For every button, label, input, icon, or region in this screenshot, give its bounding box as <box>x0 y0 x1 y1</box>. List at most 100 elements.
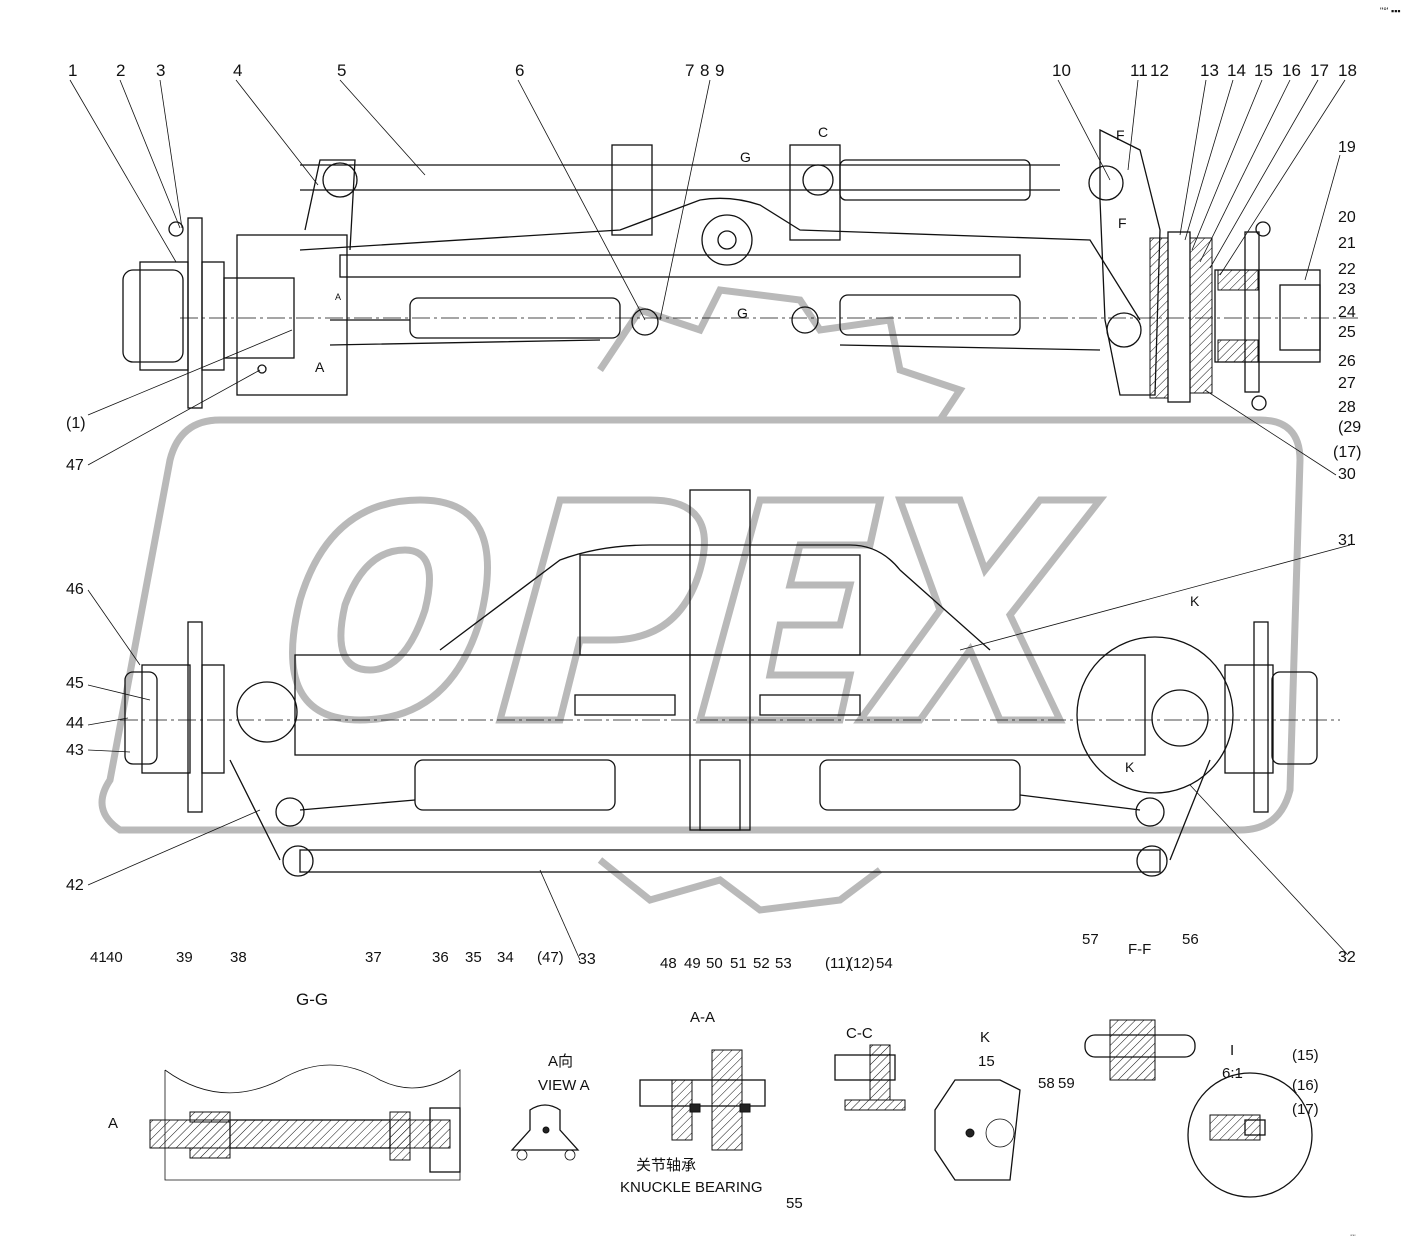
label-33: 33 <box>578 951 596 968</box>
label-37: 37 <box>365 949 382 966</box>
watermark-text: OPEX <box>1350 1235 1356 1237</box>
label-24: 24 <box>1338 304 1356 321</box>
watermark-logo: OPEX <box>98 286 1356 1237</box>
label-57: 57 <box>1082 931 1099 948</box>
label-30: 30 <box>1338 466 1356 483</box>
label-39: 39 <box>176 949 193 966</box>
label-6: 6 <box>515 61 524 80</box>
label-17c: (17) <box>1292 1101 1319 1118</box>
detail-cc-labels: C-C (11) (12) 54 <box>825 955 893 1042</box>
label-32: 32 <box>1338 949 1356 966</box>
label-17: 17 <box>1310 61 1329 80</box>
detail-i-scale: 6:1 <box>1222 1065 1243 1082</box>
label-4: 4 <box>233 61 242 80</box>
label-8: 8 <box>700 61 709 80</box>
label-21: 21 <box>1338 235 1356 252</box>
detail-ff-title: F-F <box>1128 941 1151 958</box>
detail-ff-drawing <box>1084 1019 1196 1081</box>
label-11: 11 <box>1130 61 1148 80</box>
detail-aa-title: A-A <box>690 1009 715 1026</box>
label-28: 28 <box>1338 399 1356 416</box>
mark-a: A <box>315 359 325 375</box>
mark-g-mid: G <box>737 305 748 321</box>
top-leaders <box>69 79 1346 476</box>
detail-i-labels: I 6:1 (15) (16) (17) <box>1222 1042 1319 1118</box>
label-51: 51 <box>730 955 747 972</box>
label-52: 52 <box>753 955 770 972</box>
label-12b: (12) <box>848 955 875 972</box>
view-a-title-en: VIEW A <box>538 1077 590 1094</box>
view-a-title-cn: A向 <box>548 1053 573 1070</box>
label-59: 59 <box>1058 1075 1075 1092</box>
label-18: 18 <box>1338 61 1357 80</box>
label-35: 35 <box>465 949 482 966</box>
detail-gg-title: G-G <box>296 990 328 1009</box>
detail-ff-labels: F-F 57 56 <box>1082 931 1199 958</box>
detail-k-scale: 15 <box>978 1053 995 1070</box>
knuckle-bearing-en: KNUCKLE BEARING <box>620 1179 763 1196</box>
detail-view-a-labels: A向 VIEW A <box>538 1053 590 1094</box>
label-40: 40 <box>106 949 123 966</box>
label-38: 38 <box>230 949 247 966</box>
label-49: 49 <box>684 955 701 972</box>
front-view <box>120 489 1340 877</box>
label-31: 31 <box>1338 532 1356 549</box>
mark-g-top: G <box>740 149 751 165</box>
detail-i-title: I <box>1230 1042 1234 1059</box>
label-16: 16 <box>1282 61 1301 80</box>
label-54: 54 <box>876 955 893 972</box>
label-15b: (15) <box>1292 1047 1319 1064</box>
label-36: 36 <box>432 949 449 966</box>
label-25: 25 <box>1338 324 1356 341</box>
label-56: 56 <box>1182 931 1199 948</box>
label-44: 44 <box>66 715 84 732</box>
detail-k-drawing <box>934 1079 1021 1181</box>
label-23: 23 <box>1338 281 1356 298</box>
detail-i-drawing <box>1187 1072 1313 1198</box>
label-17b: (17) <box>1333 444 1361 461</box>
label-26: 26 <box>1338 353 1356 370</box>
label-16b: (16) <box>1292 1077 1319 1094</box>
detail-k-labels: K 15 58 59 <box>978 1029 1075 1092</box>
label-42: 42 <box>66 877 84 894</box>
detail-view-a-drawing <box>510 1104 580 1161</box>
label-11b: (11) <box>825 955 851 972</box>
labels-top: 1 2 3 4 5 6 7 8 9 10 11 12 13 14 15 16 1… <box>68 61 1357 80</box>
mark-k-bottom: K <box>1125 759 1135 775</box>
label-50: 50 <box>706 955 723 972</box>
label-20: 20 <box>1338 209 1356 226</box>
label-47: 47 <box>66 457 84 474</box>
label-2: 2 <box>116 61 125 80</box>
mark-a-small: A <box>335 292 341 302</box>
labels-right: 19 20 21 22 23 24 25 26 27 28 (29 (17) 3… <box>1333 139 1361 549</box>
label-19: 19 <box>1338 139 1356 156</box>
detail-cc-title: C-C <box>846 1025 873 1042</box>
label-22: 22 <box>1338 261 1356 278</box>
detail-k-title: K <box>980 1029 990 1046</box>
detail-gg-drawing <box>149 1064 461 1181</box>
labels-left: (1) 47 46 45 44 43 42 33 32 <box>66 415 1356 968</box>
label-55: 55 <box>786 1195 803 1212</box>
detail-cc-drawing <box>834 1044 906 1111</box>
detail-gg-arrow: A <box>108 1115 118 1132</box>
detail-aa-drawing <box>639 1049 766 1151</box>
label-48: 48 <box>660 955 677 972</box>
mark-f-top: F <box>1116 127 1125 143</box>
label-10: 10 <box>1052 61 1071 80</box>
detail-aa-labels: A-A 48 49 50 51 52 53 55 关节轴承 KNUCKLE BE… <box>620 955 803 1212</box>
label-47b: (47) <box>537 949 564 966</box>
label-14: 14 <box>1227 61 1246 80</box>
label-13: 13 <box>1200 61 1219 80</box>
mark-c-top: C <box>818 124 828 140</box>
section-marks: G G C F F A A K K <box>315 124 1200 775</box>
detail-gg-labels: G-G A 41 40 39 38 37 36 35 34 (47) <box>90 949 564 1132</box>
label-5: 5 <box>337 61 346 80</box>
label-1b: (1) <box>66 415 86 432</box>
label-3: 3 <box>156 61 165 80</box>
label-41: 41 <box>90 949 107 966</box>
top-view <box>122 128 1360 411</box>
label-15: 15 <box>1254 61 1273 80</box>
front-leaders <box>87 544 1351 961</box>
